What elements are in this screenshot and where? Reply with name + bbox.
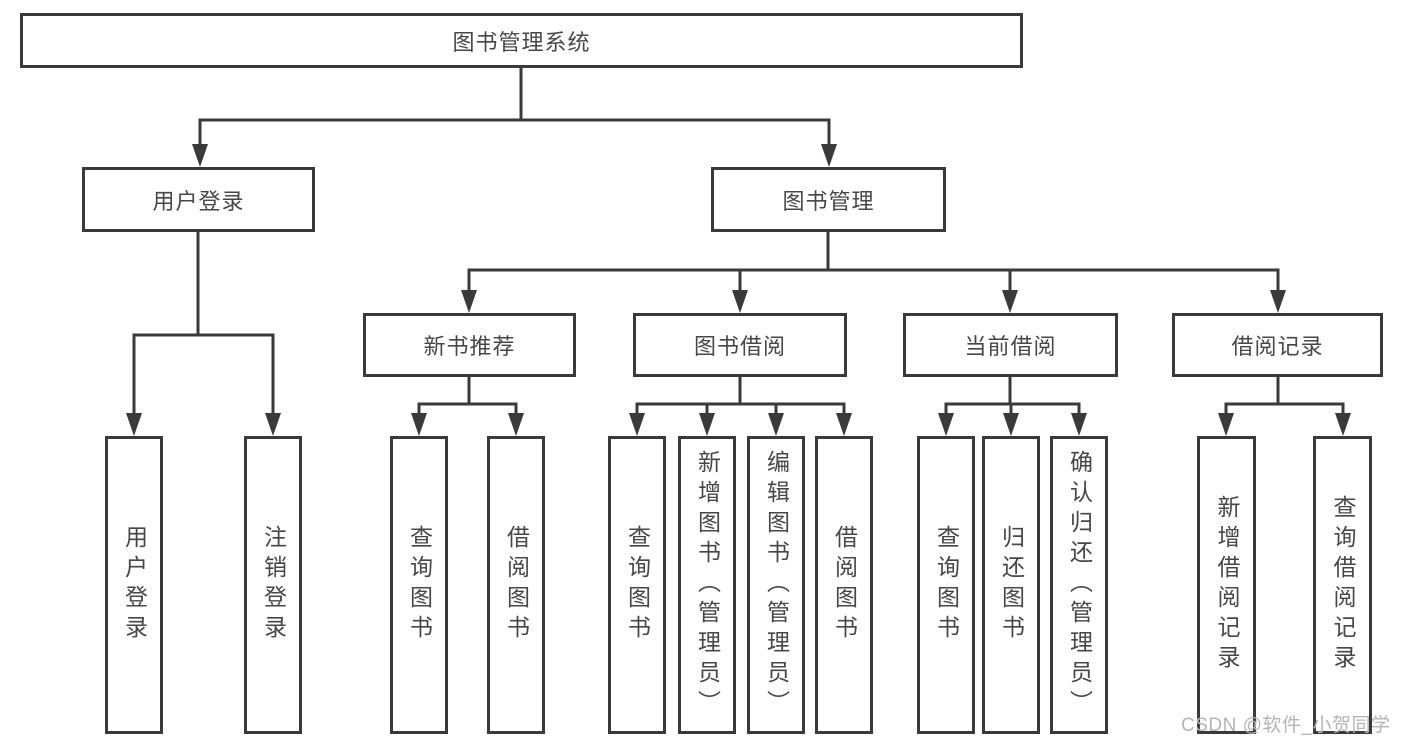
leaf-label: 查询图书 bbox=[933, 525, 960, 645]
connector-book-mgmt-to-level3 bbox=[461, 232, 1286, 313]
leaf-query-books-current: 查询图书 bbox=[917, 436, 975, 734]
connector-book-borrow-to-leaves bbox=[629, 377, 852, 436]
leaf-label: 新增图书（管理员） bbox=[694, 450, 721, 720]
leaf-label: 查询借阅记录 bbox=[1330, 495, 1356, 675]
node-new-book-recommend: 新书推荐 bbox=[363, 313, 576, 377]
connector-root-to-level2 bbox=[192, 68, 837, 167]
node-label: 用户登录 bbox=[152, 188, 245, 214]
connector-user-login-to-leaves bbox=[126, 232, 281, 436]
csdn-watermark: CSDN @软件_小贺同学 bbox=[1181, 715, 1391, 736]
node-current-borrow: 当前借阅 bbox=[903, 313, 1118, 377]
node-label: 图书借阅 bbox=[693, 334, 786, 359]
node-label: 图书管理 bbox=[782, 188, 875, 214]
connector-new-books-to-leaves bbox=[411, 377, 524, 436]
leaf-label: 查询图书 bbox=[624, 525, 651, 645]
leaf-borrow-books-recommend: 借阅图书 bbox=[487, 436, 545, 734]
node-book-management: 图书管理 bbox=[711, 167, 946, 232]
leaf-label: 用户登录 bbox=[121, 525, 148, 645]
leaf-confirm-return-admin: 确认归还（管理员） bbox=[1050, 436, 1108, 734]
leaf-label: 新增借阅记录 bbox=[1214, 495, 1240, 675]
leaf-label: 借阅图书 bbox=[503, 525, 530, 645]
node-label: 图书管理系统 bbox=[452, 29, 591, 55]
node-borrow-records: 借阅记录 bbox=[1172, 313, 1383, 377]
node-label: 借阅记录 bbox=[1231, 334, 1324, 359]
leaf-label: 查询图书 bbox=[406, 525, 433, 645]
connector-current-borrow-to-leaves bbox=[938, 377, 1087, 436]
leaf-logout: 注销登录 bbox=[244, 436, 302, 734]
connector-borrow-records-to-leaves bbox=[1218, 377, 1351, 436]
leaf-query-books-recommend: 查询图书 bbox=[390, 436, 448, 734]
leaf-label: 编辑图书（管理员） bbox=[763, 450, 790, 720]
leaf-edit-books-admin: 编辑图书（管理员） bbox=[747, 436, 805, 734]
leaf-add-books-admin: 新增图书（管理员） bbox=[678, 436, 736, 734]
leaf-borrow-books: 借阅图书 bbox=[815, 436, 873, 734]
leaf-label: 确认归还（管理员） bbox=[1066, 450, 1093, 720]
node-label: 当前借阅 bbox=[964, 334, 1057, 359]
node-label: 新书推荐 bbox=[423, 334, 516, 359]
leaf-label: 注销登录 bbox=[260, 525, 287, 645]
leaf-query-borrow-record: 查询借阅记录 bbox=[1313, 436, 1372, 734]
leaf-query-books-borrow: 查询图书 bbox=[608, 436, 666, 734]
leaf-label: 借阅图书 bbox=[831, 525, 858, 645]
leaf-return-books: 归还图书 bbox=[982, 436, 1040, 734]
node-book-borrow: 图书借阅 bbox=[633, 313, 847, 377]
leaf-add-borrow-record: 新增借阅记录 bbox=[1197, 436, 1256, 734]
node-library-management-system: 图书管理系统 bbox=[20, 13, 1023, 68]
leaf-label: 归还图书 bbox=[998, 525, 1025, 645]
leaf-user-login: 用户登录 bbox=[105, 436, 163, 734]
node-user-login: 用户登录 bbox=[82, 167, 315, 232]
